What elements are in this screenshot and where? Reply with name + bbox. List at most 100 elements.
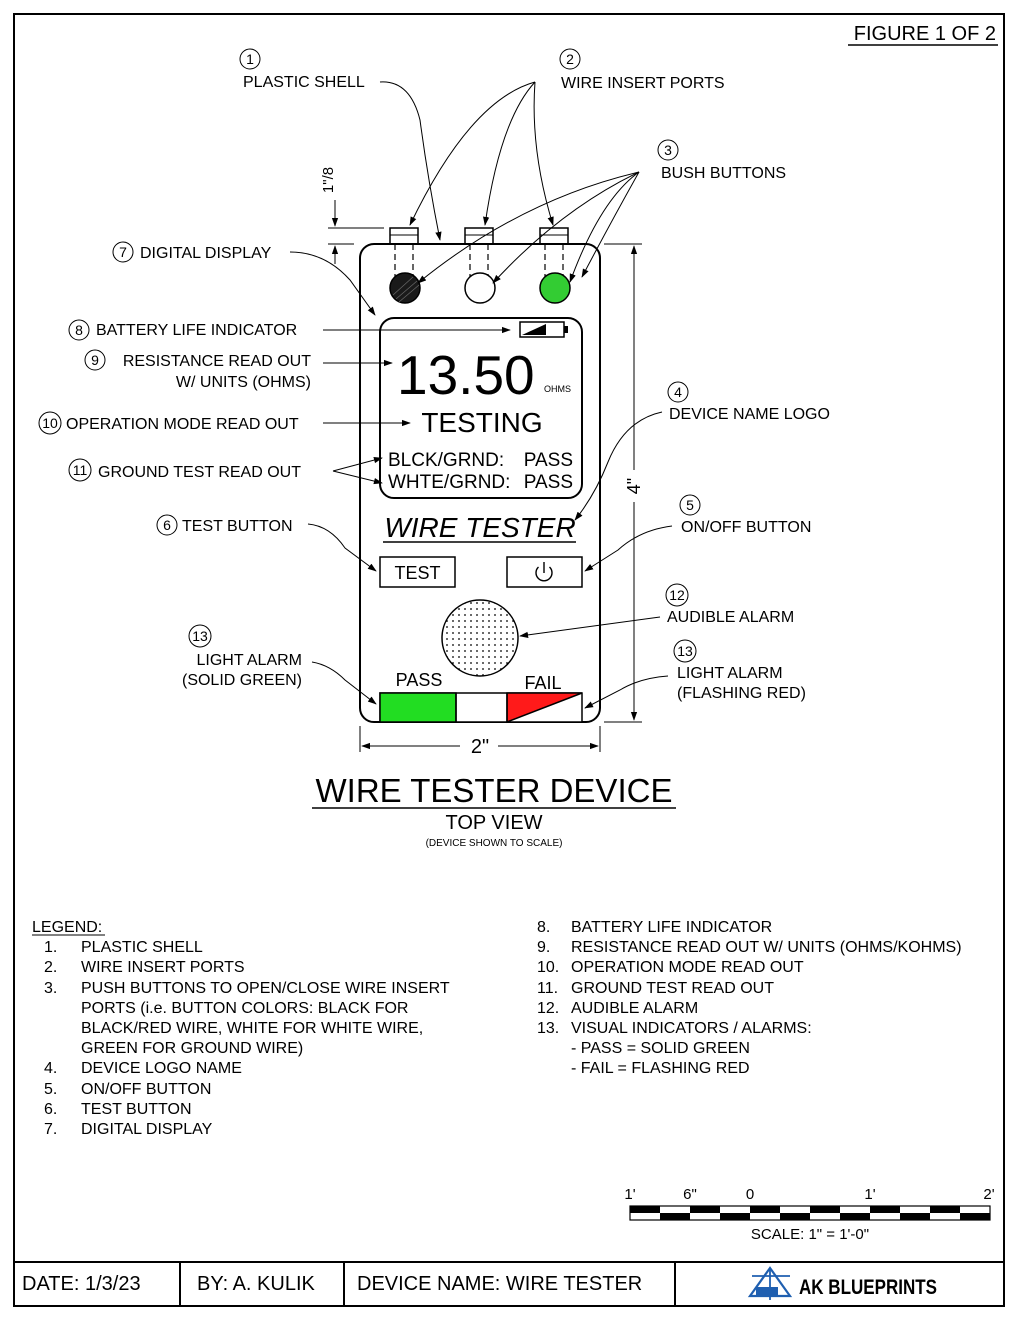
- svg-text:6.: 6.: [44, 1101, 57, 1118]
- svg-text:10: 10: [42, 415, 58, 431]
- svg-text:BLACK/RED WIRE, WHITE FOR WHIT: BLACK/RED WIRE, WHITE FOR WHITE WIRE,: [81, 1020, 423, 1037]
- legend-left: 1. PLASTIC SHELL 2. WIRE INSERT PORTS 3.…: [44, 939, 450, 1138]
- push-button-white[interactable]: [464, 272, 496, 304]
- callout-12-text: AUDIBLE ALARM: [667, 609, 794, 626]
- legend-right: 8. BATTERY LIFE INDICATOR 9. RESISTANCE …: [537, 919, 962, 1077]
- svg-text:13: 13: [192, 628, 208, 644]
- power-icon: [535, 562, 553, 582]
- callout-8-text: BATTERY LIFE INDICATOR: [96, 322, 297, 339]
- digital-display: [379, 317, 583, 499]
- ground-row-white-value: PASS: [524, 472, 573, 493]
- push-button-green[interactable]: [539, 272, 571, 304]
- svg-text:RESISTANCE READ OUT W/ UNITS (: RESISTANCE READ OUT W/ UNITS (OHMS/KOHMS…: [571, 939, 962, 956]
- resistance-reading: 13.50: [397, 344, 535, 406]
- figure-label: FIGURE 1 OF 2: [854, 23, 996, 45]
- callout-1-text: PLASTIC SHELL: [243, 74, 365, 91]
- sheet-border: [13, 13, 1005, 1307]
- svg-text:13: 13: [677, 643, 693, 659]
- svg-text:11.: 11.: [537, 980, 558, 997]
- title-block-device-name: DEVICE NAME: WIRE TESTER: [357, 1273, 642, 1295]
- callout-13-green: 13 LIGHT ALARM (SOLID GREEN): [182, 624, 302, 689]
- pass-light: [379, 692, 457, 723]
- dim-width-label: 2": [471, 736, 489, 758]
- dim-height-label: 4": [624, 478, 644, 494]
- fail-light-label: FAIL: [524, 673, 561, 693]
- battery-icon: [519, 321, 568, 338]
- svg-text:3.: 3.: [44, 980, 57, 997]
- resistance-units: OHMS: [544, 384, 571, 394]
- operation-mode: TESTING: [421, 407, 542, 438]
- callout-7-text: DIGITAL DISPLAY: [140, 245, 272, 262]
- title-block-author: BY: A. KULIK: [197, 1273, 316, 1295]
- callout-13-red-text: LIGHT ALARM: [677, 665, 783, 682]
- callout-10: 10 OPERATION MODE READ OUT: [38, 411, 299, 435]
- svg-text:8.: 8.: [537, 919, 550, 936]
- svg-text:4: 4: [674, 384, 682, 400]
- callout-9: 9 RESISTANCE READ OUT W/ UNITS (OHMS): [84, 349, 311, 391]
- callout-10-text: OPERATION MODE READ OUT: [66, 416, 299, 433]
- callout-13-green-text2: (SOLID GREEN): [182, 672, 302, 689]
- drawing-note: (DEVICE SHOWN TO SCALE): [426, 838, 563, 849]
- title-block: [14, 1261, 1004, 1306]
- callout-7: 7 DIGITAL DISPLAY: [112, 241, 272, 263]
- svg-text:13.: 13.: [537, 1020, 559, 1037]
- callout-2: 2 WIRE INSERT PORTS: [559, 48, 725, 92]
- callout-3: 3 BUSH BUTTONS: [657, 139, 786, 182]
- callout-6: 6 TEST BUTTON: [156, 514, 293, 536]
- scale-caption: SCALE: 1" = 1'-0": [751, 1226, 869, 1243]
- audible-alarm-speaker: [441, 599, 519, 677]
- svg-text:WIRE INSERT PORTS: WIRE INSERT PORTS: [81, 959, 245, 976]
- svg-text:4.: 4.: [44, 1060, 57, 1077]
- svg-text:PUSH BUTTONS TO OPEN/CLOSE WIR: PUSH BUTTONS TO OPEN/CLOSE WIRE INSERT: [81, 980, 450, 997]
- legend-heading: LEGEND:: [32, 919, 102, 936]
- svg-text:TEST BUTTON: TEST BUTTON: [81, 1101, 192, 1118]
- callout-11-text: GROUND TEST READ OUT: [98, 464, 301, 481]
- callout-13-green-text: LIGHT ALARM: [196, 652, 302, 669]
- push-button-black[interactable]: [389, 272, 421, 304]
- callout-5: 5 ON/OFF BUTTON: [679, 494, 811, 536]
- svg-text:7: 7: [119, 244, 127, 260]
- company-logo-icon: [747, 1266, 793, 1300]
- svg-text:9.: 9.: [537, 939, 550, 956]
- ground-row-black-label: BLCK/GRND:: [388, 450, 504, 471]
- callout-13-red: 13 LIGHT ALARM (FLASHING RED): [673, 639, 806, 702]
- dim-thickness: [328, 200, 384, 264]
- svg-text:10.: 10.: [537, 959, 559, 976]
- scale-tick-2: 6": [683, 1186, 697, 1203]
- power-button[interactable]: [506, 556, 583, 588]
- svg-text:6: 6: [163, 517, 171, 533]
- svg-text:12: 12: [669, 587, 685, 603]
- svg-text:9: 9: [91, 352, 99, 368]
- svg-text:3: 3: [664, 142, 672, 158]
- svg-text:5.: 5.: [44, 1081, 57, 1098]
- test-button-label: TEST: [394, 563, 440, 583]
- callout-11: 11 GROUND TEST READ OUT: [68, 458, 301, 482]
- callout-9-text2: W/ UNITS (OHMS): [176, 374, 311, 391]
- drawing-title: WIRE TESTER DEVICE: [316, 772, 673, 809]
- svg-text:DEVICE LOGO NAME: DEVICE LOGO NAME: [81, 1060, 242, 1077]
- wire-port-green: [539, 227, 569, 245]
- svg-text:1: 1: [246, 51, 254, 67]
- callout-13-red-text2: (FLASHING RED): [677, 685, 806, 702]
- svg-text:- PASS = SOLID GREEN: - PASS = SOLID GREEN: [571, 1040, 750, 1057]
- dim-thickness-label: 1"/8: [320, 167, 337, 193]
- wire-port-white: [464, 227, 494, 245]
- callout-12: 12 AUDIBLE ALARM: [665, 583, 794, 626]
- callout-6-text: TEST BUTTON: [182, 518, 293, 535]
- test-button[interactable]: TEST: [379, 556, 456, 588]
- svg-text:PLASTIC SHELL: PLASTIC SHELL: [81, 939, 203, 956]
- callout-4-text: DEVICE NAME LOGO: [669, 406, 830, 423]
- callout-5-text: ON/OFF BUTTON: [681, 519, 811, 536]
- title-block-date: DATE: 1/3/23: [22, 1273, 141, 1295]
- callout-3-text: BUSH BUTTONS: [661, 165, 786, 182]
- svg-text:GREEN FOR GROUND WIRE): GREEN FOR GROUND WIRE): [81, 1040, 303, 1057]
- device-logo: WIRE TESTER: [384, 512, 575, 543]
- pass-light-label: PASS: [396, 670, 443, 690]
- scale-tick-3: 0: [746, 1186, 754, 1203]
- svg-text:2.: 2.: [44, 959, 57, 976]
- svg-text:GROUND TEST READ OUT: GROUND TEST READ OUT: [571, 980, 774, 997]
- svg-text:DIGITAL DISPLAY: DIGITAL DISPLAY: [81, 1121, 213, 1138]
- scale-tick-5: 2': [983, 1186, 994, 1203]
- wire-port-black: [389, 227, 419, 245]
- ground-row-black-value: PASS: [524, 450, 573, 471]
